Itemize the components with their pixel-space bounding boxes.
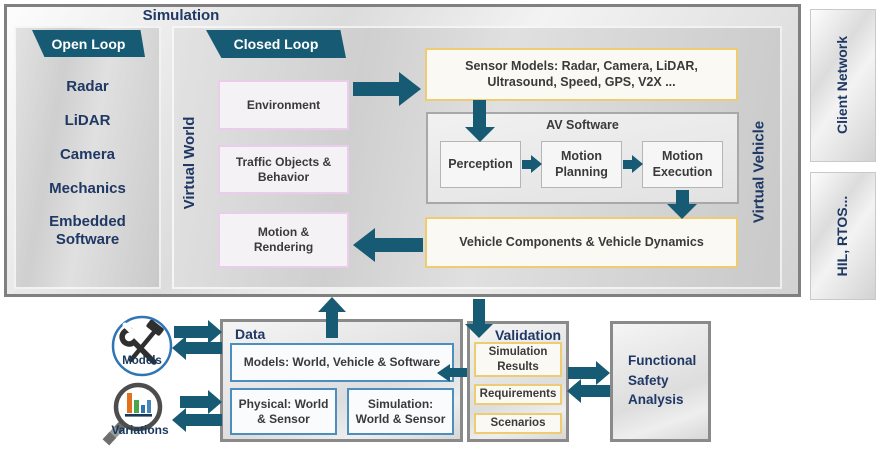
perception-box: Perception bbox=[440, 141, 521, 188]
validation-title: Validation bbox=[494, 327, 562, 343]
open-loop-item-camera: Camera bbox=[59, 146, 116, 163]
functional-safety-box: Functional Safety Analysis bbox=[610, 321, 711, 442]
open-loop-item-radar: Radar bbox=[66, 78, 109, 95]
av-software-title: AV Software bbox=[546, 118, 619, 132]
motion-planning-box: Motion Planning bbox=[541, 141, 622, 188]
sensor-models-box: Sensor Models: Radar, Camera, LiDAR, Ult… bbox=[425, 48, 738, 101]
hil-rtos-panel bbox=[810, 172, 876, 300]
variations-icon-label: Variations bbox=[111, 423, 169, 437]
open-loop-item-embedded-software: Embedded Software bbox=[49, 213, 126, 248]
data-simulation-box: Simulation: World & Sensor bbox=[347, 388, 454, 435]
validation-item-simulation-results: Simulation Results bbox=[474, 342, 562, 377]
open-loop-banner: Open Loop bbox=[32, 30, 145, 57]
client-network-panel bbox=[810, 9, 876, 162]
open-loop-item-mechanics: Mechanics bbox=[49, 180, 126, 197]
models-icon-label: Models bbox=[122, 355, 162, 367]
motion-rendering-box: Motion & Rendering bbox=[218, 212, 349, 268]
open-loop-panel bbox=[14, 26, 161, 289]
functional-safety-label: Functional Safety Analysis bbox=[628, 353, 697, 408]
environment-box: Environment bbox=[218, 80, 349, 130]
models-icon: Models bbox=[110, 314, 174, 378]
hil-rtos-label: HIL, RTOS... bbox=[834, 195, 850, 277]
motion-execution-box: Motion Execution bbox=[642, 141, 723, 188]
open-loop-banner-label: Open Loop bbox=[51, 35, 126, 52]
validation-item-scenarios: Scenarios bbox=[474, 413, 562, 434]
client-network-label: Client Network bbox=[834, 36, 850, 135]
virtual-vehicle-label: Virtual Vehicle bbox=[750, 120, 768, 224]
open-loop-item-lidar: LiDAR bbox=[64, 112, 111, 129]
data-title: Data bbox=[235, 326, 266, 342]
validation-item-requirements: Requirements bbox=[474, 384, 562, 405]
vehicle-components-box: Vehicle Components & Vehicle Dynamics bbox=[425, 217, 738, 268]
virtual-world-label: Virtual World bbox=[181, 116, 198, 210]
simulation-title: Simulation bbox=[142, 7, 220, 24]
data-models-box: Models: World, Vehicle & Software bbox=[230, 343, 454, 382]
traffic-objects-box: Traffic Objects & Behavior bbox=[218, 145, 349, 194]
closed-loop-banner: Closed Loop bbox=[206, 30, 346, 58]
variations-icon: Variations bbox=[100, 377, 180, 447]
closed-loop-banner-label: Closed Loop bbox=[233, 36, 319, 52]
data-physical-box: Physical: World & Sensor bbox=[230, 388, 337, 435]
